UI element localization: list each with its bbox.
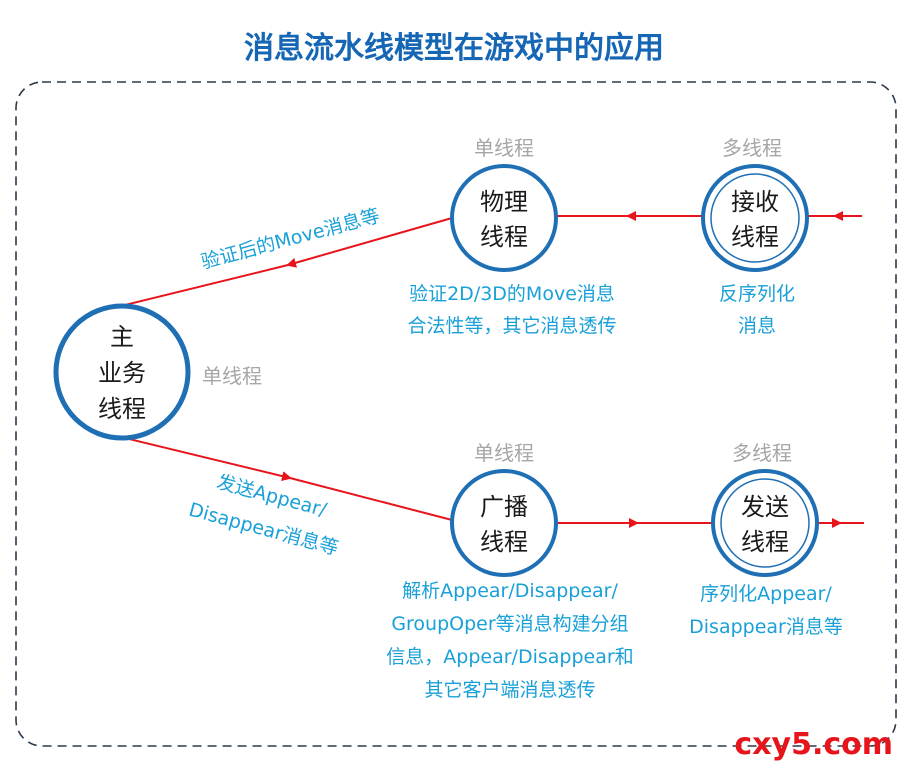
receive-thread-node: 接收 线程 — [701, 164, 809, 272]
broadcast-node-line2: 线程 — [480, 528, 528, 556]
receive-node-line2: 线程 — [731, 223, 779, 251]
physics-to-main-arrow — [286, 217, 453, 268]
physics-desc-line1: 验证2D/3D的Move消息 — [409, 283, 615, 305]
send-desc-line1: 序列化Appear/ — [700, 583, 832, 605]
broadcast-desc-line1: 解析Appear/Disappear/ — [402, 580, 618, 602]
main-thread-node: 主 业务 线程 — [53, 303, 191, 441]
diagram-title: 消息流水线模型在游戏中的应用 — [244, 31, 664, 66]
dashed-frame — [15, 81, 897, 747]
send-desc-line2: Disappear消息等 — [689, 616, 843, 638]
physics-desc-line2: 合法性等，其它消息透传 — [407, 315, 616, 337]
physics-to-main-line — [124, 264, 289, 306]
send-node-line1: 发送 — [741, 493, 789, 521]
broadcast-desc-line4: 其它客户端消息透传 — [424, 679, 595, 701]
physics-thread-node: 物理 线程 — [450, 164, 558, 272]
send-thread-node: 发送 线程 — [711, 469, 819, 577]
receive-desc-line1: 反序列化 — [719, 283, 795, 305]
broadcast-desc-line2: GroupOper等消息构建分组 — [391, 613, 628, 635]
main-mode-label: 单线程 — [202, 364, 262, 388]
main-to-broadcast-arrow — [124, 437, 292, 481]
physics-node-line2: 线程 — [480, 223, 528, 251]
send-mode-label: 多线程 — [732, 441, 792, 465]
broadcast-thread-node: 广播 线程 — [450, 469, 558, 577]
main-node-line2: 业务 — [98, 359, 146, 387]
broadcast-node-line1: 广播 — [480, 493, 528, 521]
receive-mode-label: 多线程 — [722, 136, 782, 160]
main-to-broadcast-line — [289, 477, 453, 521]
physics-mode-label: 单线程 — [474, 136, 534, 160]
physics-node-line1: 物理 — [480, 188, 528, 216]
receive-node-line1: 接收 — [731, 188, 779, 216]
receive-desc-line2: 消息 — [738, 315, 776, 337]
broadcast-mode-label: 单线程 — [474, 441, 534, 465]
send-node-line2: 线程 — [741, 528, 789, 556]
main-node-line3: 线程 — [98, 395, 146, 423]
watermark: cxy5.com — [734, 727, 893, 762]
broadcast-desc-line3: 信息，Appear/Disappear和 — [386, 646, 633, 668]
main-node-line1: 主 — [110, 323, 134, 351]
